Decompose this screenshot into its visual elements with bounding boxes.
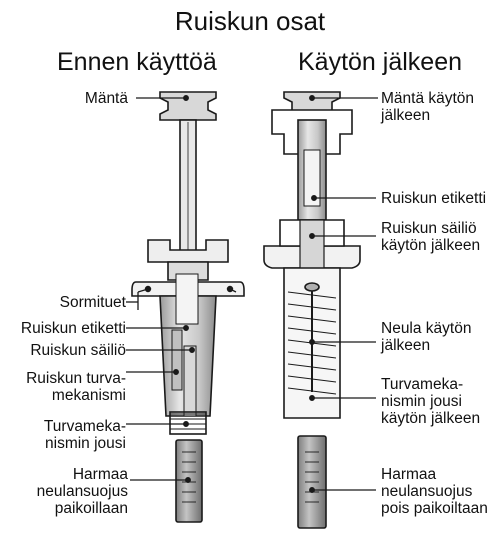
safety-spring: [170, 413, 206, 430]
syringe-after-use: [263, 91, 361, 529]
label-used-needle: Neula käytön jälkeen: [381, 320, 472, 354]
heading-after-use: Käytön jälkeen: [298, 48, 463, 76]
label-safety-mechanism: Ruiskun turva- mekanismi: [26, 370, 126, 404]
label-used-spring: Turvameka- nismin jousi käytön jälkeen: [381, 376, 481, 427]
label-safety-spring-before: Turvameka- nismin jousi: [43, 418, 126, 452]
plunger-head: [159, 91, 217, 121]
label-finger-flanges: Sormituet: [59, 294, 126, 311]
label-syringe-label-after: Ruiskun etiketti: [381, 190, 487, 207]
label-needle-cap-off: Harmaa neulansuojus pois paikoiltaan: [381, 466, 488, 517]
syringe-before-use: [131, 91, 245, 523]
label-used-barrel: Ruiskun säiliö käytön jälkeen: [381, 220, 481, 254]
heading-before-use: Ennen käyttöä: [57, 48, 217, 76]
label-syringe-label-before: Ruiskun etiketti: [20, 320, 126, 337]
label-used-plunger: Mäntä käytön jälkeen: [381, 90, 475, 124]
safety-mechanism: [171, 329, 183, 391]
leader-lines-before: [126, 95, 237, 483]
label-plunger: Mäntä: [84, 90, 128, 107]
diagram-title: Ruiskun osat: [174, 6, 326, 36]
label-syringe-barrel-before: Ruiskun säiliö: [30, 342, 126, 359]
used-syringe-barrel: [299, 219, 325, 271]
label-needle-cap-on: Harmaa neulansuojus paikoillaan: [36, 466, 128, 517]
leader-lines-after: [309, 95, 378, 493]
